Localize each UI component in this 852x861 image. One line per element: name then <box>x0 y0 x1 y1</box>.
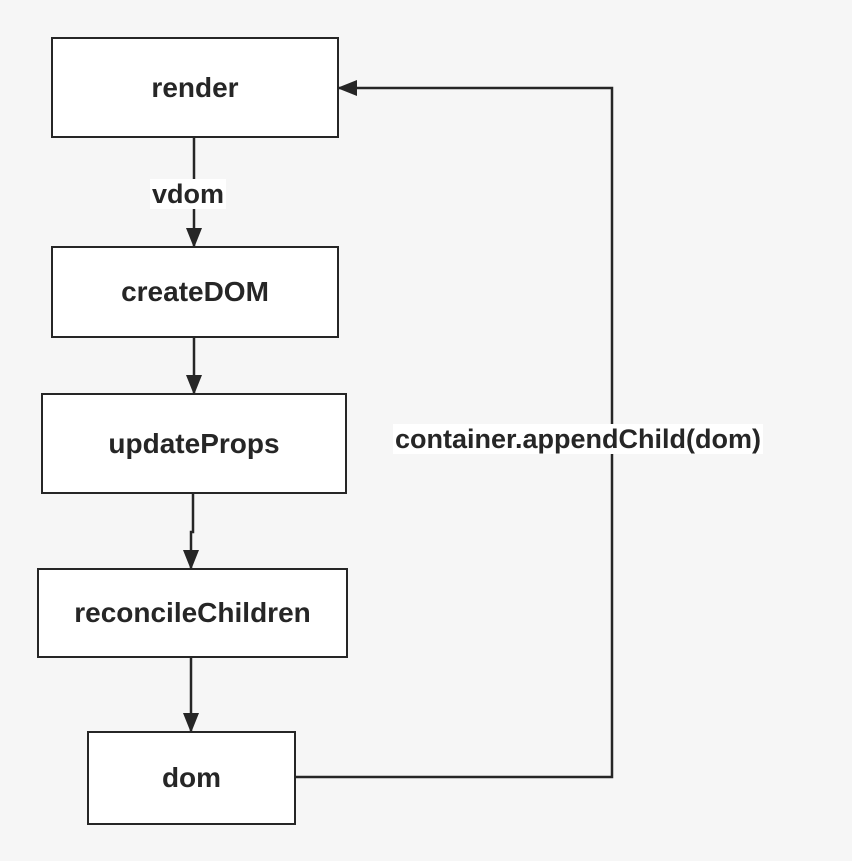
edge-updateprops-to-reconcilechildren <box>183 494 199 570</box>
node-dom: dom <box>87 731 296 825</box>
node-render: render <box>51 37 339 138</box>
node-createdom: createDOM <box>51 246 339 338</box>
node-reconcilechildren: reconcileChildren <box>37 568 348 658</box>
edge-label-vdom: vdom <box>150 179 227 209</box>
node-render-label: render <box>151 71 239 103</box>
node-reconcilechildren-label: reconcileChildren <box>74 597 311 628</box>
node-updateprops-label: updateProps <box>108 427 280 459</box>
node-createdom-label: createDOM <box>121 276 269 307</box>
edge-label-append-child: container.appendChild(dom) <box>393 424 764 454</box>
node-dom-label: dom <box>161 762 222 793</box>
node-updateprops: updateProps <box>41 393 347 494</box>
